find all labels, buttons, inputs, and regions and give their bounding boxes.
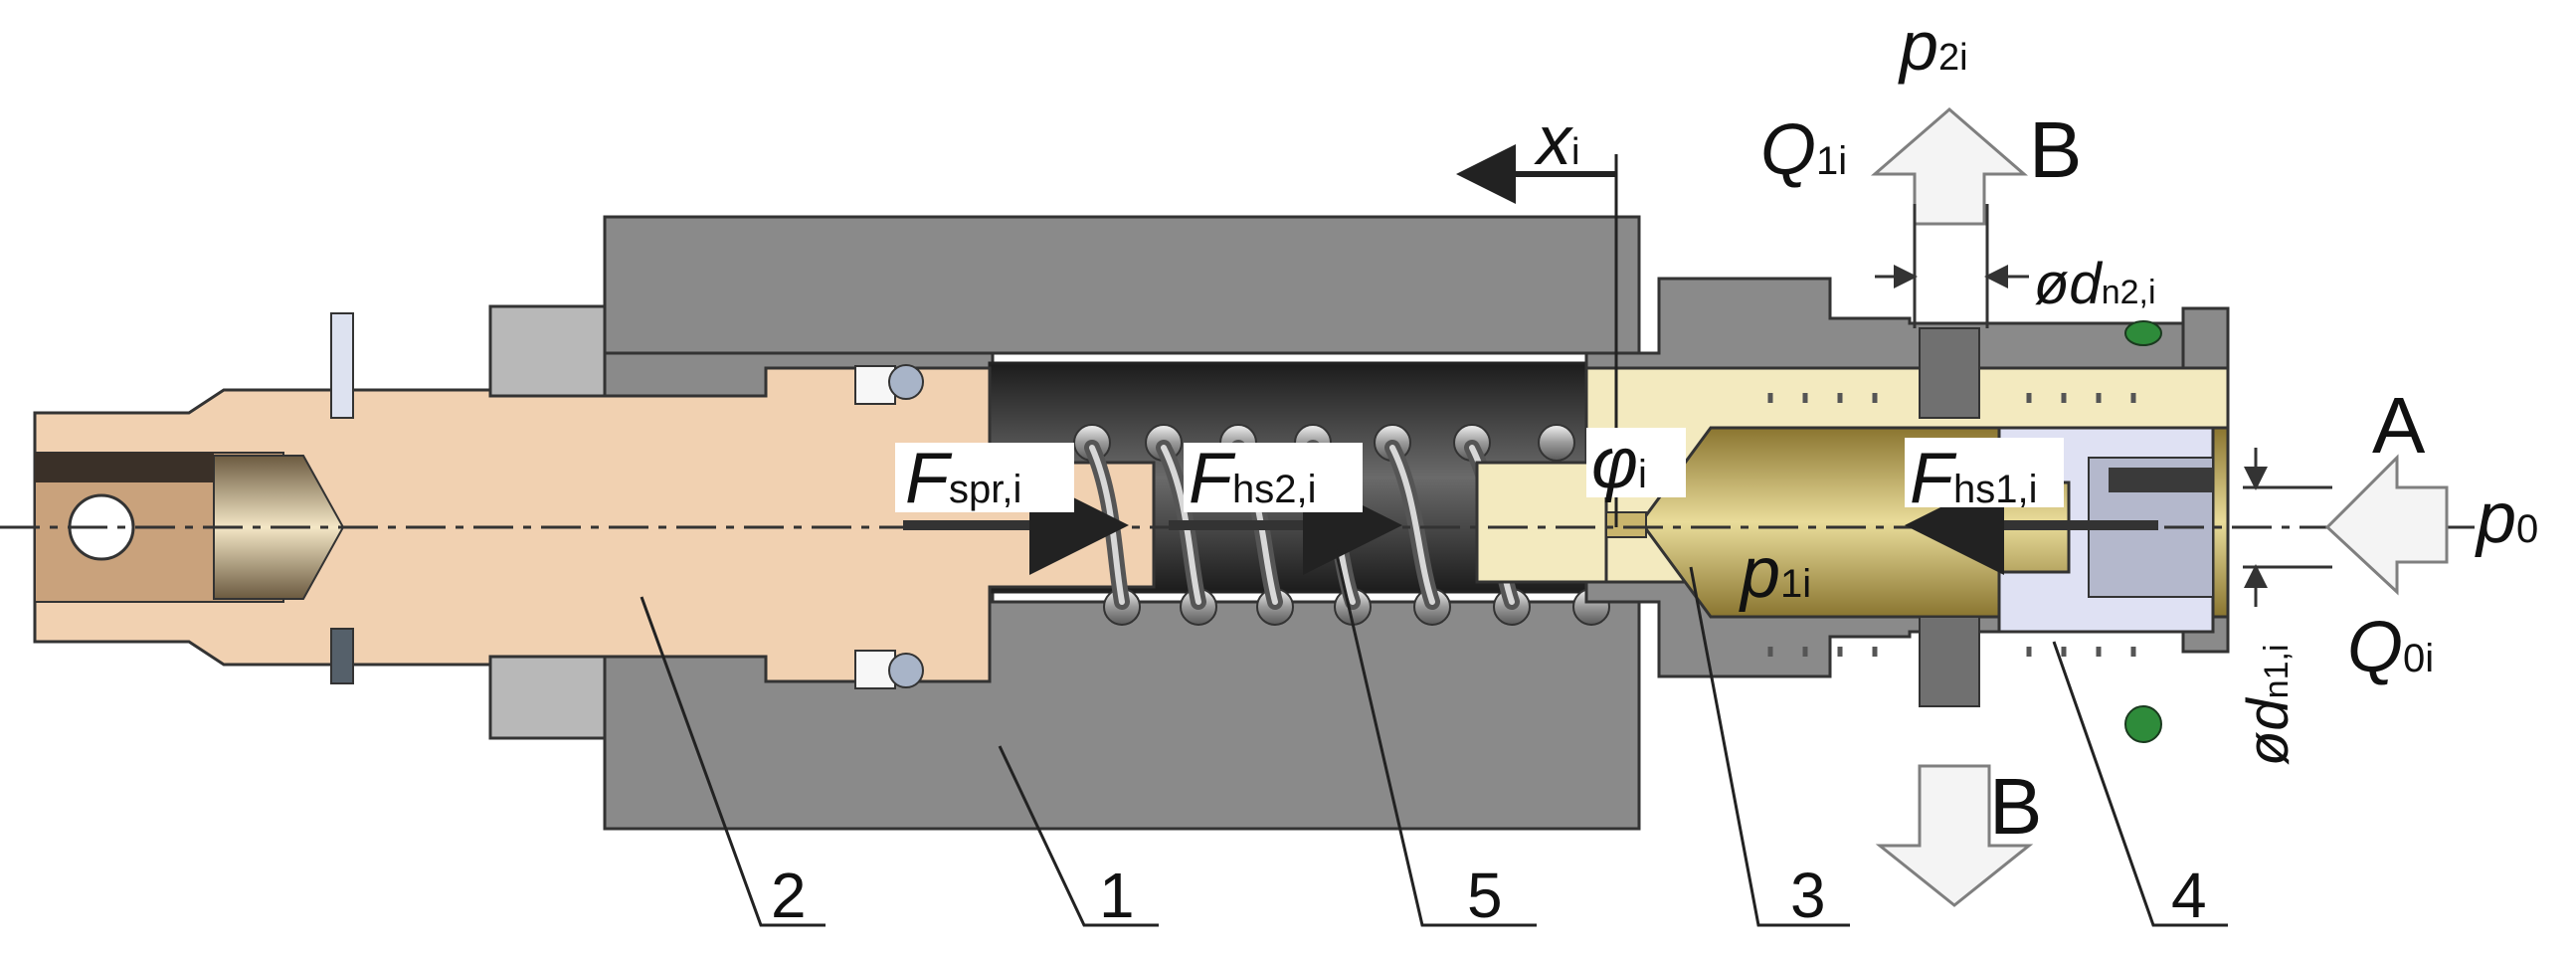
part-number-5: 5 xyxy=(1467,860,1503,931)
dimension-dn1 xyxy=(2243,448,2332,607)
adjust-ring-bottom xyxy=(330,628,354,684)
flow-arrow-b-top xyxy=(1870,107,2029,226)
label-dn1: ødn1,i xyxy=(2236,644,2300,766)
flow-arrow-b-bottom xyxy=(1875,764,2034,907)
label-q0: Q0i xyxy=(2347,608,2434,687)
piston-seals xyxy=(854,364,924,689)
label-b-bottom: B xyxy=(1989,762,2042,851)
label-fhs1: Fhs1,i xyxy=(1910,439,2037,518)
label-p2: p2i xyxy=(1898,7,1968,85)
label-b-top: B xyxy=(2029,105,2082,194)
label-p1: p1i xyxy=(1739,533,1811,613)
label-q1: Q1i xyxy=(1760,110,1847,190)
adjust-ring-top xyxy=(330,312,354,419)
green-seals xyxy=(2124,320,2162,743)
label-x: xi xyxy=(1534,101,1579,179)
part-number-2: 2 xyxy=(771,860,807,931)
part-number-1: 1 xyxy=(1099,860,1135,931)
label-a: A xyxy=(2372,381,2426,470)
dimension-dn2 xyxy=(1875,204,2029,328)
label-fspr: Fspr,i xyxy=(905,439,1021,518)
spool-orifice xyxy=(1605,511,1647,538)
piston-part-2 xyxy=(33,366,1156,683)
leader-lines xyxy=(640,536,2228,927)
radial-ports xyxy=(1919,327,1980,707)
part-number-3: 3 xyxy=(1790,860,1826,931)
part-number-4: 4 xyxy=(2171,860,2207,931)
label-p0: p0 xyxy=(2475,479,2538,558)
label-dn2: ødn2,i xyxy=(2034,252,2156,316)
label-phi: φi xyxy=(1591,424,1647,503)
label-fhs2: Fhs2,i xyxy=(1189,439,1316,518)
flow-arrow-a xyxy=(2324,454,2449,596)
spool-threads xyxy=(1767,393,2136,657)
label-boxes xyxy=(895,428,2064,512)
